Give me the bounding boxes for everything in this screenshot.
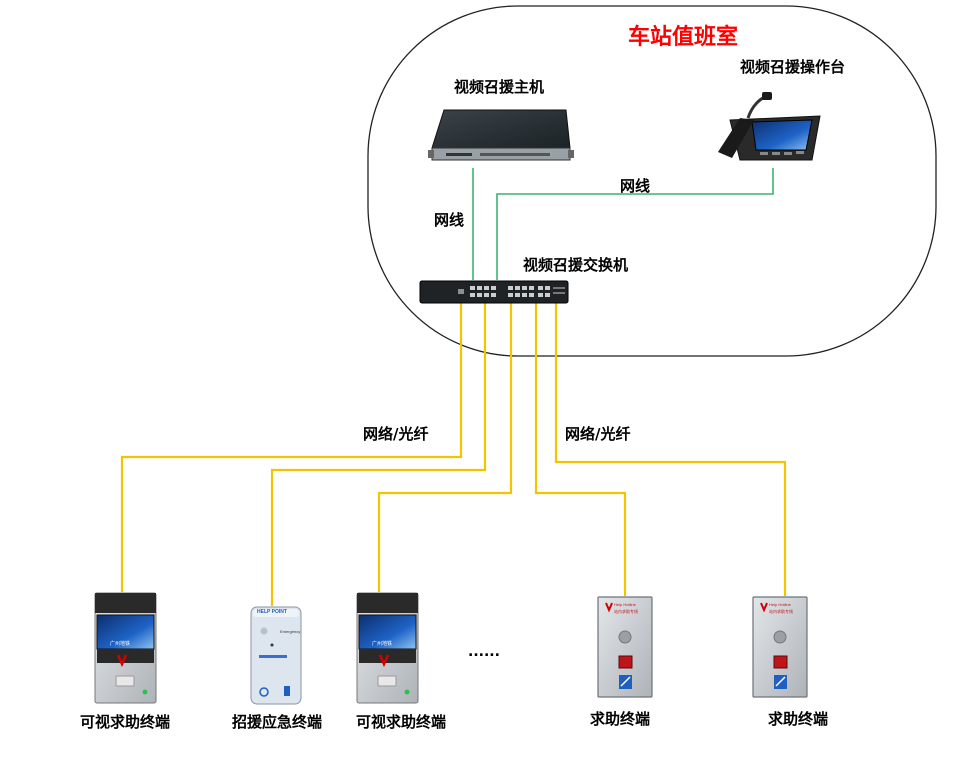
- hotline-header-1: Help Hotline: [614, 602, 636, 607]
- terminal-label-2: 招援应急终端: [232, 713, 323, 731]
- switch-label: 视频召援交换机: [523, 256, 629, 274]
- network-cable-label-1: 网线: [434, 211, 465, 229]
- video-rescue-console: [718, 92, 821, 161]
- video-rescue-host: [428, 109, 574, 161]
- fiber-line-3: [377, 302, 513, 592]
- hotline-sub-1: 站内求助专线: [614, 609, 638, 614]
- duty-room-title: 车站值班室: [628, 25, 739, 50]
- fiber-cable-label-2: 网络/光纤: [565, 425, 631, 443]
- help-button-icon: [618, 655, 633, 669]
- fiber-line-4: [534, 302, 627, 596]
- terminal-label-3: 可视求助终端: [356, 713, 447, 731]
- fiber-cables: [120, 302, 787, 606]
- red-metro-logo-icon: [116, 654, 128, 668]
- emergency-terminal: [250, 606, 302, 705]
- help-terminal-2: [752, 596, 808, 698]
- host-label: 视频召援主机: [454, 78, 545, 96]
- video-help-terminal-1: [94, 592, 157, 704]
- console-to-switch-cable: [496, 168, 774, 280]
- video-help-terminal-2: [356, 592, 419, 704]
- duty-room-boundary: [367, 5, 937, 357]
- help-point-sub: Emergency: [280, 629, 301, 634]
- fiber-line-2: [270, 302, 487, 606]
- video-rescue-switch: [419, 280, 569, 304]
- fiber-line-1: [120, 302, 463, 592]
- hotline-header-2: Help Hotline: [769, 602, 791, 607]
- switch-ports: [470, 286, 550, 297]
- hotline-sub-2: 站内求助专线: [769, 609, 793, 614]
- fiber-line-5: [554, 302, 787, 596]
- terminal-label-1: 可视求助终端: [80, 713, 171, 731]
- screen-text-1: 广州地铁: [110, 641, 131, 647]
- accessibility-icon: [259, 687, 269, 697]
- more-terminals-ellipsis: ......: [468, 644, 500, 660]
- console-label: 视频召援操作台: [740, 58, 846, 76]
- screen-text-2: 广州地铁: [372, 641, 393, 647]
- terminal-label-5: 求助终端: [768, 710, 829, 728]
- help-point-header: HELP POINT: [257, 609, 287, 615]
- help-terminal-1: [597, 596, 653, 698]
- network-cables: [472, 168, 774, 280]
- network-cable-label-2: 网线: [620, 177, 651, 195]
- fiber-cable-label-1: 网络/光纤: [363, 425, 429, 443]
- terminal-label-4: 求助终端: [590, 710, 651, 728]
- speaker-grille-icon: [260, 627, 268, 635]
